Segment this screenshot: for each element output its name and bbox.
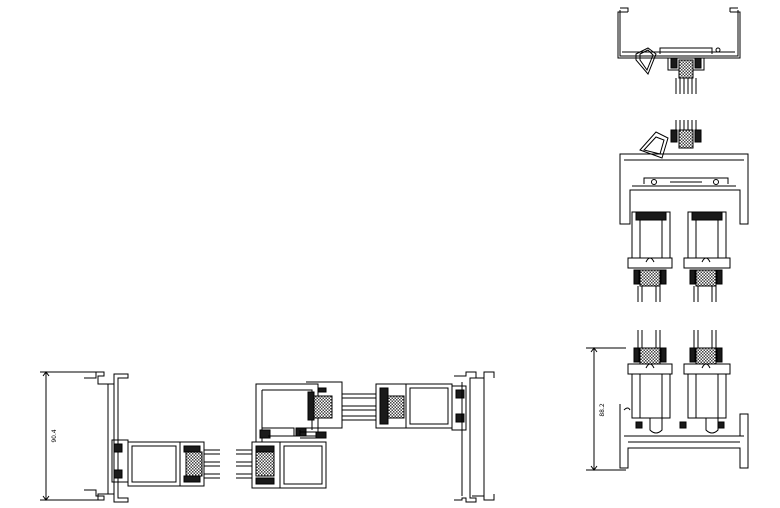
head-frame-section: [617, 7, 741, 94]
right-sash: [683, 211, 731, 302]
left-jamb-section: [84, 371, 220, 503]
transom-sash-section: [619, 120, 749, 302]
center-mullion-section: [236, 381, 360, 489]
right-dimension-label: 88.2: [599, 403, 606, 417]
left-sash: [627, 211, 673, 302]
left-dimension-label: 90.4: [51, 429, 58, 443]
right-dimension-line: [586, 347, 626, 471]
sill-sash-section: [619, 330, 749, 469]
left-dimension-line: [40, 371, 100, 501]
right-jamb-section: [358, 371, 495, 503]
